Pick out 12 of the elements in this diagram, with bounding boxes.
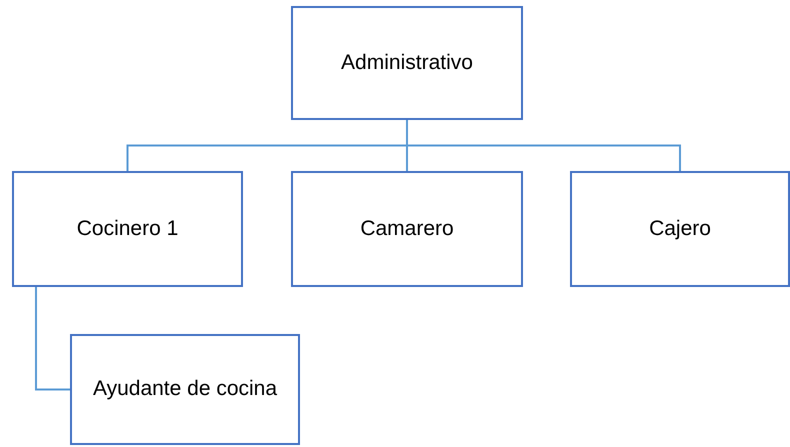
org-box [291, 6, 523, 120]
org-box [12, 171, 243, 287]
box-label: Ayudante de cocina [92, 376, 278, 402]
org-box [70, 334, 300, 445]
connector-line [35, 287, 70, 390]
box-label: Cajero [648, 216, 712, 242]
box-label: Administrativo [340, 50, 474, 76]
box-label: Cocinero 1 [76, 216, 180, 242]
org-box [291, 171, 523, 287]
org-box [570, 171, 790, 287]
connector-line [406, 120, 681, 171]
box-label: Camarero [359, 216, 455, 242]
